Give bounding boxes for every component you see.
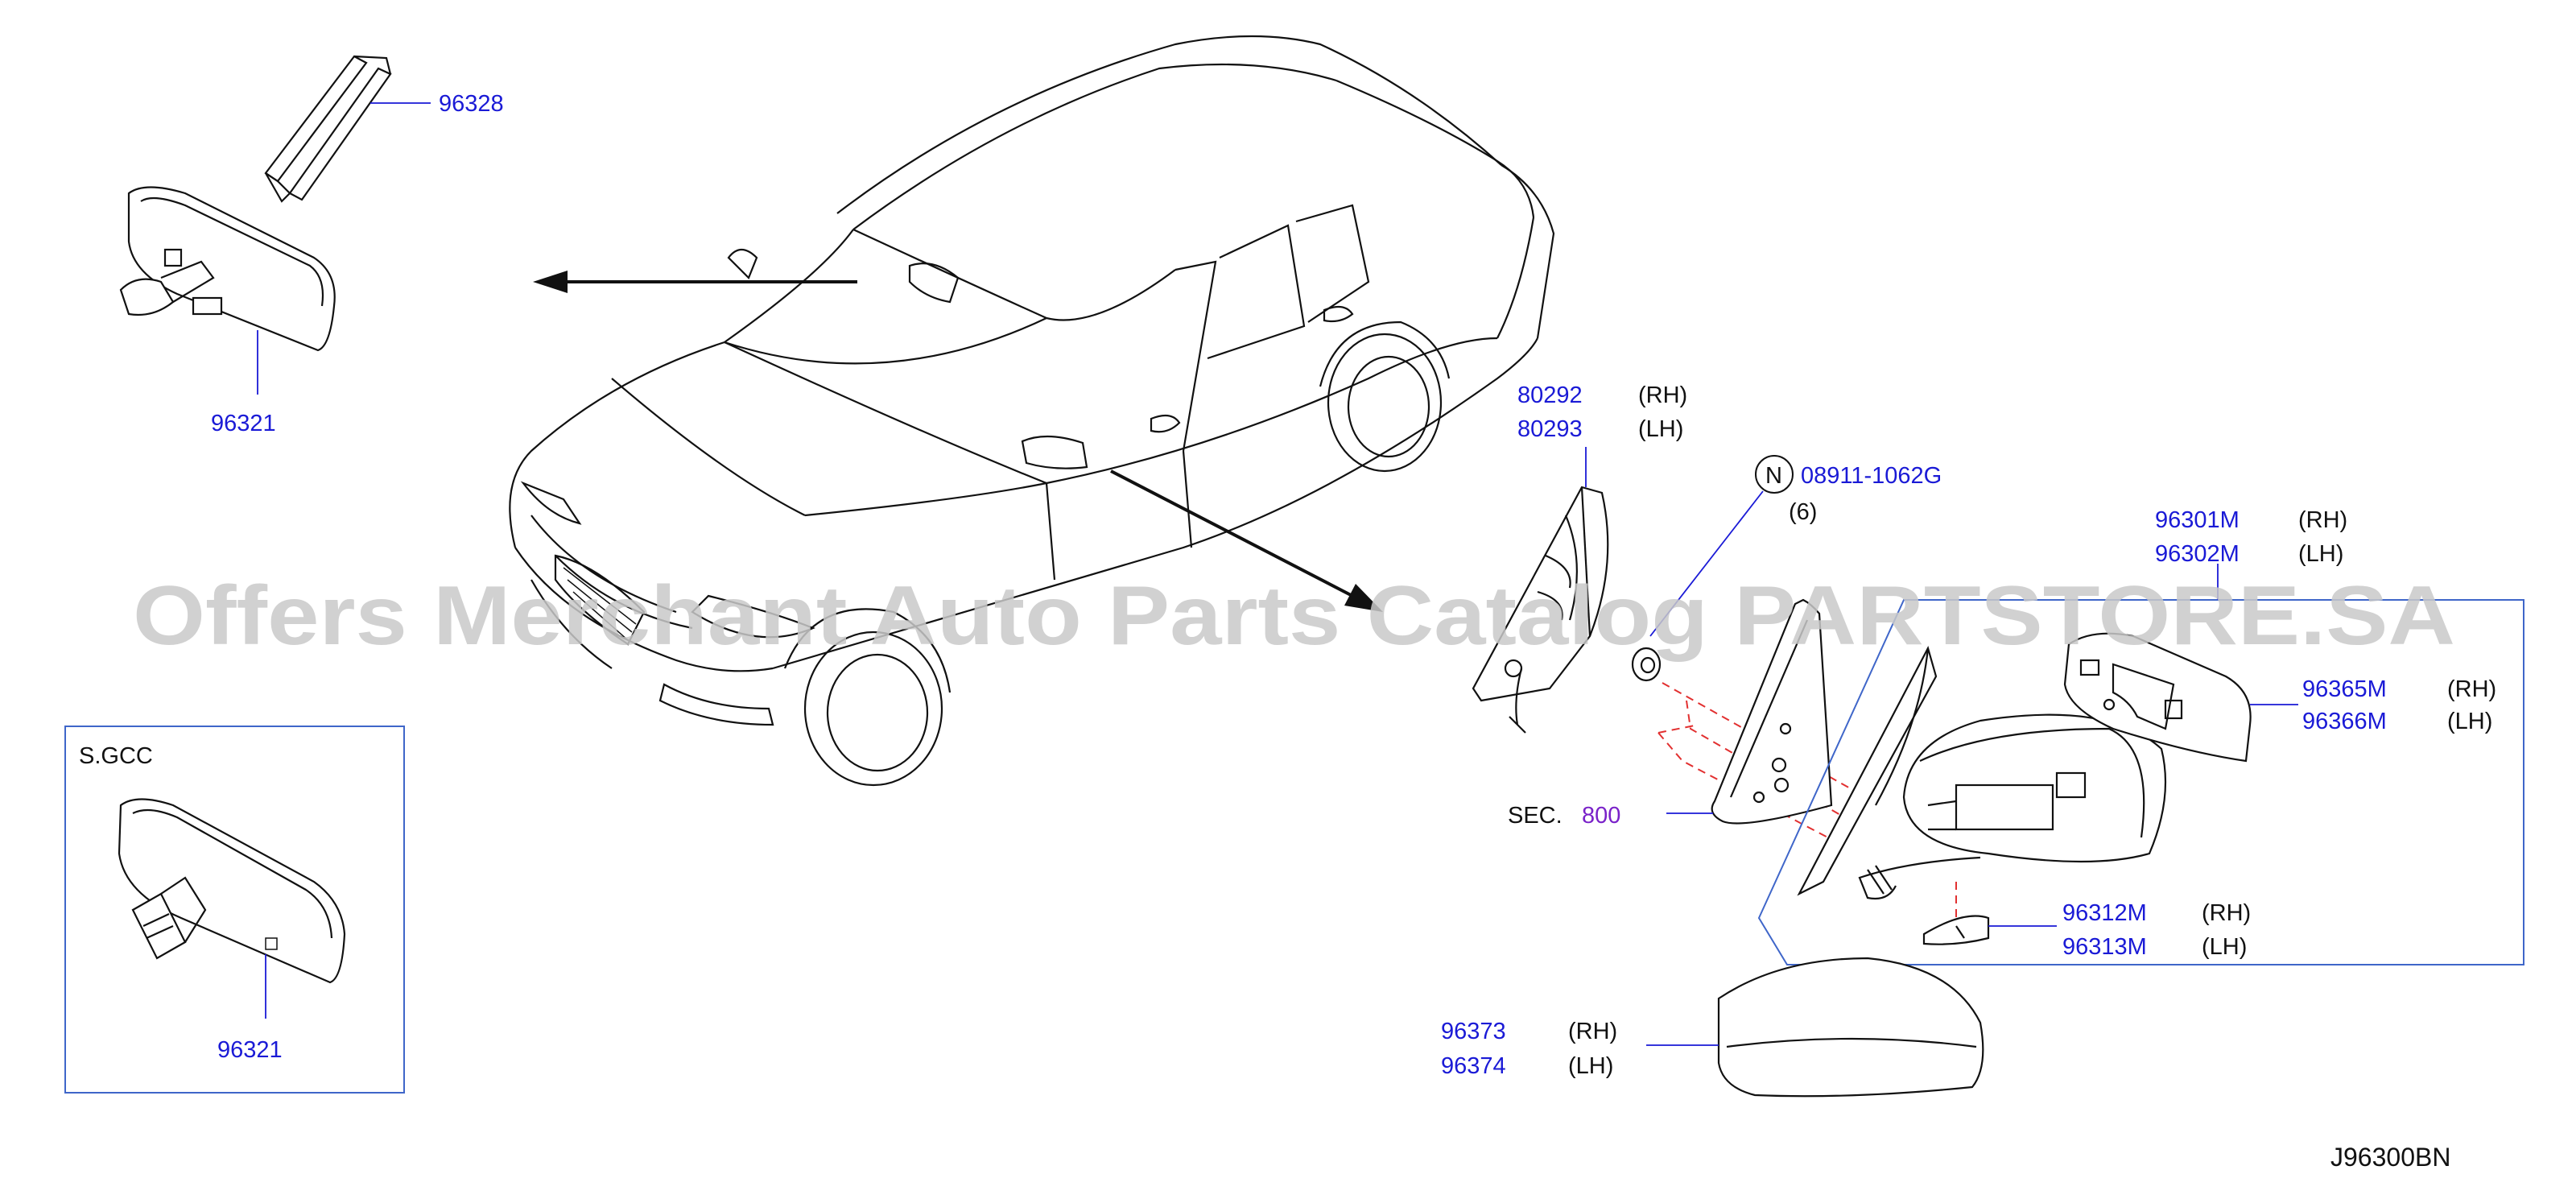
sec-800-label[interactable]: 800 (1582, 803, 1620, 829)
part-08911-qty: (6) (1789, 499, 1817, 525)
part-96301M-side: (RH) (2298, 507, 2347, 533)
part-96374-side: (LH) (1568, 1053, 1613, 1079)
part-96374-label[interactable]: 96374 (1441, 1053, 1506, 1079)
sec-prefix: SEC. (1508, 803, 1563, 829)
part-80292-label[interactable]: 80292 (1517, 382, 1583, 408)
part-08911-label[interactable]: 08911-1062G (1801, 463, 1942, 489)
sgcc-inset-box (64, 726, 405, 1094)
part-96328-label[interactable]: 96328 (439, 91, 504, 117)
part-96302M-label[interactable]: 96302M (2155, 541, 2240, 567)
part-80292-side: (RH) (1638, 382, 1687, 408)
part-96302M-side: (LH) (2298, 541, 2343, 567)
mirror-housing[interactable] (1797, 646, 2167, 900)
turn-signal-lamp[interactable] (1922, 915, 1990, 945)
nut-symbol-letter: N (1765, 463, 1782, 489)
part-96321-inset-label[interactable]: 96321 (217, 1037, 283, 1063)
nut-part[interactable] (1631, 647, 1662, 682)
mirror-glass[interactable] (2063, 632, 2252, 763)
part-96313M-side: (LH) (2202, 934, 2247, 960)
rearview-mirror-inset[interactable] (118, 798, 346, 984)
mirror-base-80292[interactable] (1472, 486, 1609, 734)
part-80293-label[interactable]: 80293 (1517, 416, 1583, 442)
part-96365M-label[interactable]: 96365M (2302, 676, 2387, 702)
rearview-mirror-top[interactable] (119, 55, 392, 352)
sgcc-inset-label: S.GCC (79, 743, 153, 769)
mirror-cover[interactable] (1717, 957, 1984, 1098)
mirror-gasket[interactable] (1711, 598, 1833, 825)
part-96313M-label[interactable]: 96313M (2062, 934, 2147, 960)
part-96366M-side: (LH) (2447, 709, 2492, 734)
part-96365M-side: (RH) (2447, 676, 2496, 702)
part-96366M-label[interactable]: 96366M (2302, 709, 2387, 734)
mirror-assembly-box (1757, 599, 2524, 965)
part-96312M-label[interactable]: 96312M (2062, 900, 2147, 926)
part-96373-side: (RH) (1568, 1019, 1617, 1044)
part-96321-top-label[interactable]: 96321 (211, 411, 276, 436)
car-illustration (509, 35, 1555, 787)
part-96301M-label[interactable]: 96301M (2155, 507, 2240, 533)
pointer-arrows (533, 271, 1383, 612)
watermark-text: Offers Merchant Auto Parts Catalog PARTS… (133, 569, 2455, 663)
nut-symbol-icon (1755, 455, 1794, 494)
part-96312M-side: (RH) (2202, 900, 2251, 926)
part-80293-side: (LH) (1638, 416, 1683, 442)
diagram-id: J96300BN (2330, 1143, 2450, 1172)
part-96373-label[interactable]: 96373 (1441, 1019, 1506, 1044)
